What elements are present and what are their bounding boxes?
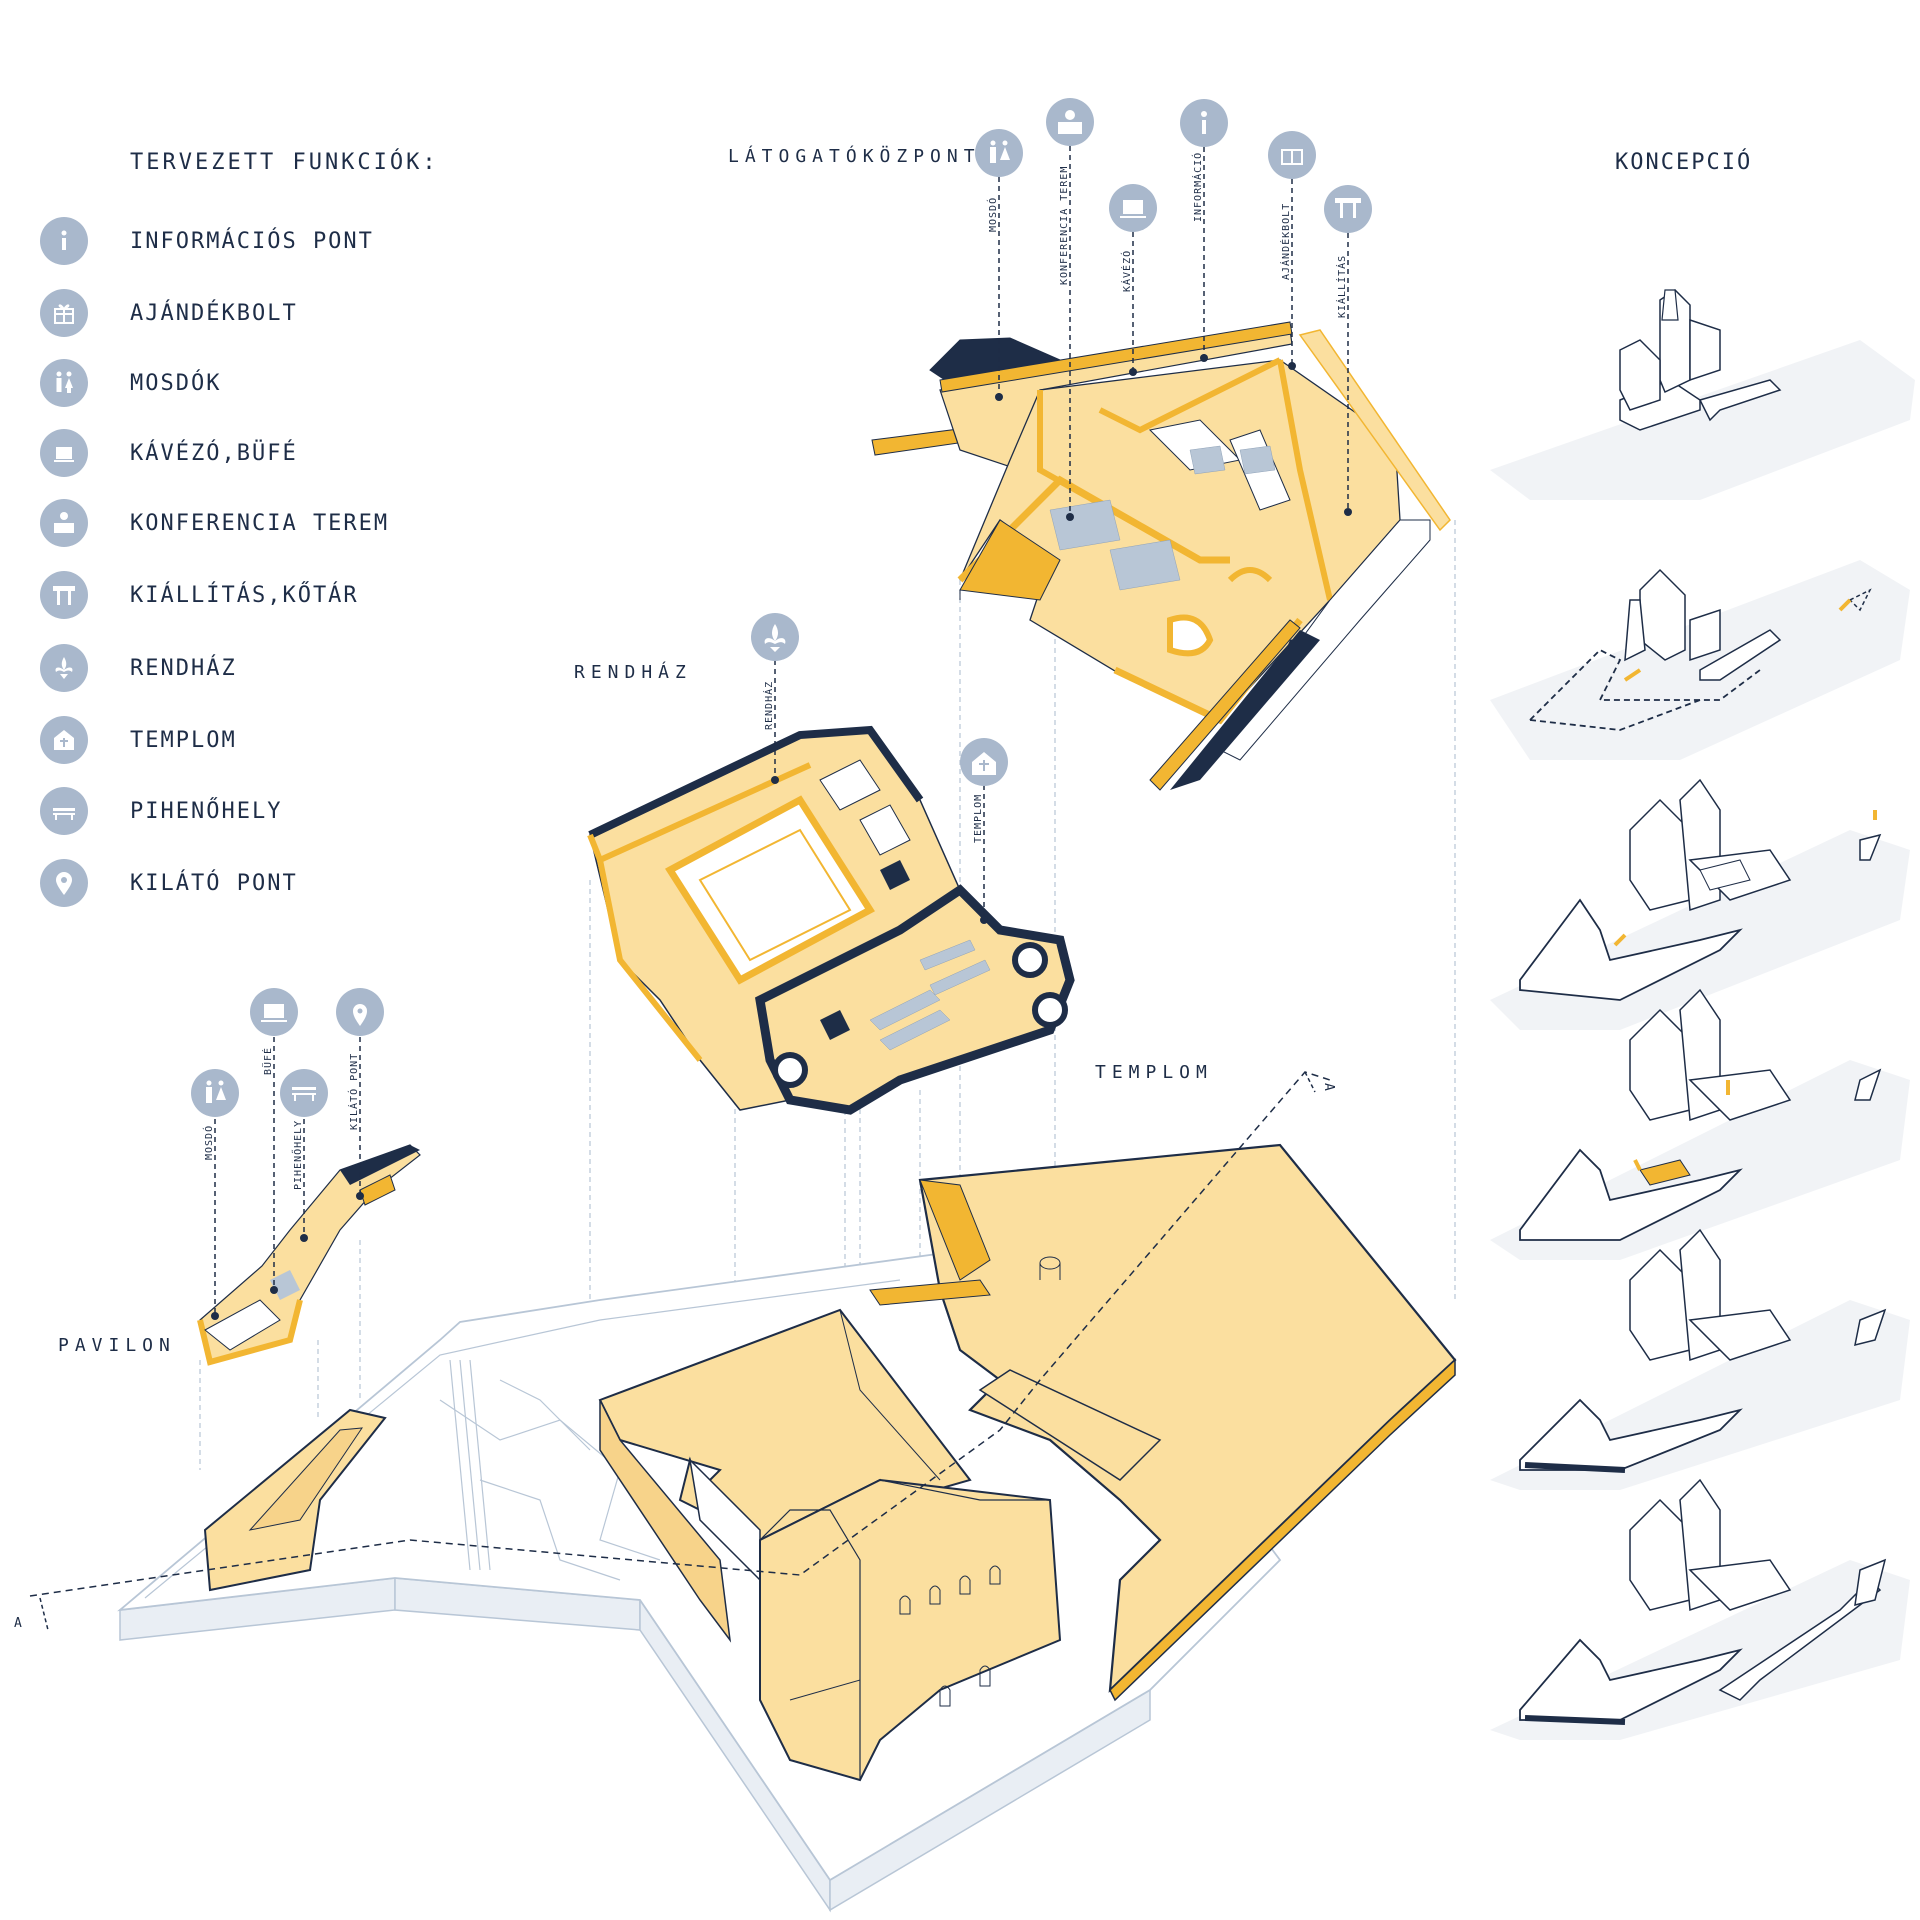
- restroom-icon: [191, 1069, 239, 1117]
- legend-label: PIHENŐHELY: [130, 798, 283, 824]
- legend-label: KONFERENCIA TEREM: [130, 510, 390, 536]
- info-icon: [1180, 99, 1228, 147]
- pin-label-ajandekbolt: AJÁNDÉKBOLT: [1279, 203, 1292, 280]
- gift-icon: [1268, 131, 1316, 179]
- pavilion-callouts: MOSDÓ BÜFÉ PIHENŐHELY KILÁTÓ PONT: [191, 988, 384, 1320]
- location-pin-icon: [40, 859, 88, 907]
- legend-label: KÁVÉZÓ,BÜFÉ: [130, 440, 298, 466]
- bench-icon: [280, 1069, 328, 1117]
- rendhaz-callouts: RENDHÁZ TEMPLOM: [751, 613, 1008, 924]
- church-icon: [40, 716, 88, 764]
- concept-step-5: [1490, 1228, 1910, 1490]
- exhibition-icon: [1324, 185, 1372, 233]
- section-line-a: A A: [14, 1071, 1336, 1631]
- fleur-de-lis-icon: [40, 644, 88, 692]
- legend-item-info: INFORMÁCIÓS PONT: [40, 216, 374, 266]
- pin-label-kavezo: KÁVÉZÓ: [1120, 250, 1133, 292]
- visitor-center-site: [869, 1143, 1457, 1702]
- restroom-icon: [975, 129, 1023, 177]
- coffee-icon: [250, 988, 298, 1036]
- legend-item-conference: KONFERENCIA TEREM: [40, 498, 389, 548]
- legend-title: TERVEZETT FUNKCIÓK:: [130, 150, 439, 175]
- visitor-center-callouts: MOSDÓ KONFERENCIA TEREM KÁVÉZÓ INFORMÁCI…: [975, 98, 1372, 521]
- location-pin-icon: [336, 988, 384, 1036]
- pin-label-kiallitas: KIÁLLÍTÁS: [1335, 255, 1348, 318]
- legend-label: KIÁLLÍTÁS,KŐTÁR: [130, 582, 359, 608]
- pin-label-bufe: BÜFÉ: [261, 1047, 274, 1075]
- legend-label: AJÁNDÉKBOLT: [130, 300, 298, 326]
- legend-item-coffee: KÁVÉZÓ,BÜFÉ: [40, 428, 298, 478]
- restroom-icon: [40, 359, 88, 407]
- legend-label: RENDHÁZ: [130, 655, 237, 681]
- concept-step-1: [1490, 289, 1915, 500]
- section-marker-left: A: [14, 1616, 23, 1631]
- pavilion-plan: [197, 1144, 421, 1366]
- pin-label-informacio: INFORMÁCIÓ: [1191, 152, 1204, 222]
- pavilion-site: [203, 1408, 387, 1592]
- legend-item-gift: AJÁNDÉKBOLT: [40, 288, 298, 338]
- section-label-rendhaz: RENDHÁZ: [574, 662, 692, 683]
- church-icon: [960, 738, 1008, 786]
- concept-step-4: [1490, 988, 1910, 1260]
- concept-step-6: [1490, 1478, 1910, 1740]
- legend-label: INFORMÁCIÓS PONT: [130, 228, 374, 254]
- legend-item-restroom: MOSDÓK: [40, 358, 221, 408]
- legend-label: MOSDÓK: [130, 370, 222, 396]
- legend-item-bench: PIHENŐHELY: [40, 786, 282, 836]
- legend-item-rendhaz: RENDHÁZ: [40, 643, 237, 693]
- pin-label-pihenohely: PIHENŐHELY: [290, 1120, 304, 1190]
- gift-icon: [40, 289, 88, 337]
- conference-icon: [40, 499, 88, 547]
- concept-step-3: [1490, 778, 1910, 1030]
- pin-label-mosdo-pavilon: MOSDÓ: [202, 1125, 215, 1160]
- legend-item-lookout: KILÁTÓ PONT: [40, 858, 298, 908]
- legend-item-exhibition: KIÁLLÍTÁS,KŐTÁR: [40, 570, 359, 620]
- church-site: [759, 1478, 1062, 1782]
- pin-label-templom: TEMPLOM: [973, 794, 984, 843]
- fleur-de-lis-icon: [751, 613, 799, 661]
- concept-step-2: [1490, 560, 1910, 760]
- coffee-icon: [40, 429, 88, 477]
- legend-label: KILÁTÓ PONT: [130, 870, 298, 896]
- rendhaz-plan: [587, 725, 1075, 1115]
- conference-icon: [1046, 98, 1094, 146]
- pin-label-mosdo: MOSDÓ: [986, 197, 999, 232]
- section-label-pavilon: PAVILON: [58, 1335, 176, 1356]
- exhibition-icon: [40, 571, 88, 619]
- legend-label: TEMPLOM: [130, 727, 237, 753]
- coffee-icon: [1109, 184, 1157, 232]
- info-icon: [40, 217, 88, 265]
- pin-label-kilato: KILÁTÓ PONT: [347, 1053, 360, 1130]
- pin-label-konferencia: KONFERENCIA TEREM: [1059, 166, 1070, 285]
- visitor-center-plan: [871, 321, 1451, 791]
- section-label-latogatokozpont: LÁTOGATÓKÖZPONT: [728, 146, 981, 167]
- section-label-koncepcio: KONCEPCIÓ: [1615, 150, 1753, 175]
- bench-icon: [40, 787, 88, 835]
- monastery-site: [598, 1308, 972, 1643]
- legend-item-church: TEMPLOM: [40, 715, 237, 765]
- section-label-templom: TEMPLOM: [1095, 1062, 1213, 1083]
- section-marker-right: A: [1321, 1083, 1336, 1092]
- pin-label-rendhaz: RENDHÁZ: [762, 681, 775, 730]
